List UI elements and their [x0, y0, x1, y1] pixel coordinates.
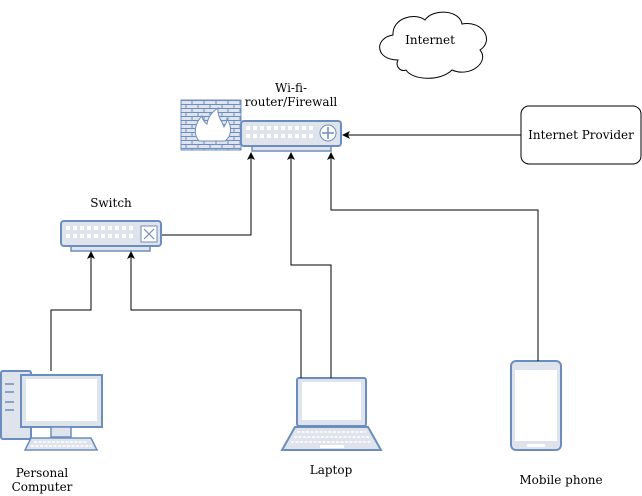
connector-mobile-to-router	[327, 152, 539, 361]
port-dot	[281, 126, 285, 130]
port-dot	[267, 134, 271, 138]
port-dot	[246, 134, 250, 138]
router-icon	[240, 120, 342, 152]
laptop-label: Laptop	[309, 463, 353, 477]
port-dot	[295, 134, 299, 138]
laptop-icon	[280, 377, 383, 451]
port-dot	[129, 226, 133, 230]
cloud-icon	[379, 11, 487, 79]
port-dot	[115, 234, 119, 238]
mobile-label: Mobile phone	[519, 473, 603, 487]
mobile-phone-icon	[510, 360, 562, 451]
port-dot	[87, 226, 91, 230]
port-dot	[267, 126, 271, 130]
port-dot	[66, 234, 70, 238]
port-dot	[101, 226, 105, 230]
port-dot	[246, 126, 250, 130]
port-dot	[73, 234, 77, 238]
port-dot	[101, 234, 105, 238]
port-dot	[302, 134, 306, 138]
connector-laptop-to-switch	[127, 251, 302, 378]
port-dot	[288, 134, 292, 138]
port-dot	[260, 126, 264, 130]
internet-label: Internet	[405, 33, 455, 47]
desktop-computer-icon	[0, 370, 103, 451]
router-label-line2: router/Firewall	[244, 95, 338, 109]
connector-laptop-to-router	[287, 152, 332, 378]
switch-label: Switch	[90, 196, 132, 210]
port-dot	[108, 234, 112, 238]
internet-provider-label: Internet Provider	[528, 128, 634, 142]
port-dot	[260, 134, 264, 138]
port-dot	[80, 234, 84, 238]
pc-label-line1: Personal	[15, 466, 69, 480]
port-dot	[80, 226, 84, 230]
port-dot	[288, 126, 292, 130]
port-dot	[129, 234, 133, 238]
port-dot	[122, 226, 126, 230]
connectors	[50, 131, 539, 378]
port-dot	[253, 126, 257, 130]
connector-switch-to-router	[162, 152, 255, 236]
port-dot	[274, 126, 278, 130]
port-dot	[66, 226, 70, 230]
port-dot	[281, 134, 285, 138]
port-dot	[253, 134, 257, 138]
port-dot	[115, 226, 119, 230]
port-dot	[87, 234, 91, 238]
port-dot	[309, 126, 313, 130]
port-dot	[274, 134, 278, 138]
router-label-line1: Wi-fi-	[274, 81, 308, 95]
port-dot	[94, 226, 98, 230]
port-dot	[108, 226, 112, 230]
port-dot	[94, 234, 98, 238]
switch-icon	[60, 220, 162, 252]
connector-pc-to-switch	[50, 251, 95, 371]
port-dot	[309, 134, 313, 138]
firewall-icon	[180, 99, 242, 151]
pc-label-line2: Computer	[11, 480, 73, 494]
port-dot	[302, 126, 306, 130]
port-dot	[295, 126, 299, 130]
port-dot	[122, 234, 126, 238]
port-dot	[73, 226, 77, 230]
